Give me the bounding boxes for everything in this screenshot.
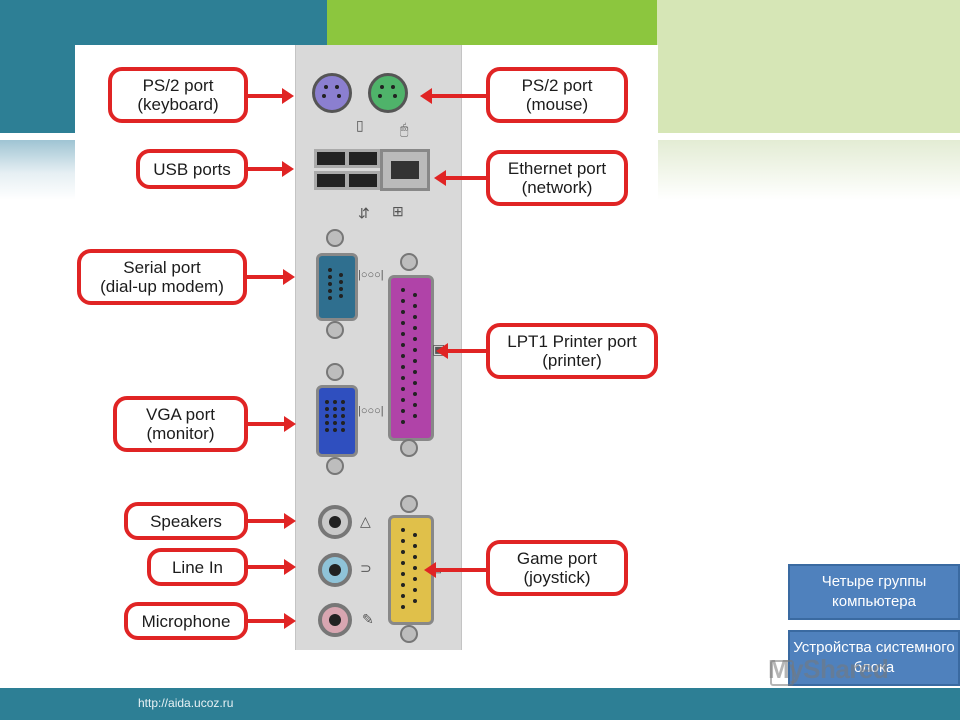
callout-game: Game port(joystick) bbox=[486, 540, 628, 596]
serial-screw-top bbox=[326, 229, 344, 247]
arrow-game bbox=[424, 562, 486, 578]
callout-lpt1: LPT1 Printer port(printer) bbox=[486, 323, 658, 379]
system-unit-devices-button[interactable]: Устройства системного блока bbox=[788, 630, 960, 686]
vga-screw-bottom bbox=[326, 457, 344, 475]
arrow-ps2-mouse bbox=[420, 88, 486, 104]
ps2-mouse-port bbox=[368, 73, 408, 113]
usb-port-3 bbox=[314, 171, 348, 190]
speakers-jack bbox=[318, 505, 352, 539]
speaker-glyph-icon: △ bbox=[360, 513, 371, 529]
game-screw-top bbox=[400, 495, 418, 513]
network-glyph-icon: ⊞ bbox=[392, 203, 404, 219]
microphone-jack bbox=[318, 603, 352, 637]
callout-line-in: Line In bbox=[147, 548, 248, 586]
callout-ethernet: Ethernet port(network) bbox=[486, 150, 628, 206]
ps2-keyboard-port bbox=[312, 73, 352, 113]
arrow-speakers bbox=[248, 513, 296, 529]
arrow-ethernet bbox=[434, 170, 486, 186]
watermark-logo: MyShared bbox=[768, 654, 889, 684]
vga-port bbox=[316, 385, 358, 457]
footer-bar bbox=[0, 688, 960, 720]
microphone-glyph-icon: ✎ bbox=[362, 611, 374, 627]
usb-glyph-icon: ⇵ bbox=[358, 205, 370, 221]
vga-screw-top bbox=[326, 363, 344, 381]
arrow-microphone bbox=[248, 613, 296, 629]
serial-glyph-icon: |○○○| bbox=[358, 269, 384, 281]
callout-ps2-keyboard: PS/2 port(keyboard) bbox=[108, 67, 248, 123]
callout-speakers: Speakers bbox=[124, 502, 248, 540]
serial-screw-bottom bbox=[326, 321, 344, 339]
lpt1-printer-port bbox=[388, 275, 434, 441]
lpt1-screw-top bbox=[400, 253, 418, 271]
keyboard-glyph-icon: ▯ bbox=[356, 117, 364, 133]
game-screw-bottom bbox=[400, 625, 418, 643]
serial-port bbox=[316, 253, 358, 321]
vga-glyph-icon: |○○○| bbox=[358, 405, 384, 417]
watermark-icon bbox=[770, 660, 794, 686]
ethernet-port bbox=[380, 149, 430, 191]
header-gradient-band-right bbox=[657, 140, 960, 200]
callout-usb: USB ports bbox=[136, 149, 248, 189]
line-in-glyph-icon: ⊃ bbox=[360, 560, 372, 576]
header-pale-block bbox=[657, 0, 960, 133]
callout-vga: VGA port(monitor) bbox=[113, 396, 248, 452]
four-groups-button[interactable]: Четыре группы компьютера bbox=[788, 564, 960, 620]
callout-serial: Serial port(dial-up modem) bbox=[77, 249, 247, 305]
arrow-vga bbox=[248, 416, 296, 432]
callout-ps2-mouse: PS/2 port(mouse) bbox=[486, 67, 628, 123]
arrow-usb bbox=[248, 161, 294, 177]
lpt1-screw-bottom bbox=[400, 439, 418, 457]
arrow-lpt1 bbox=[436, 343, 486, 359]
usb-port-2 bbox=[346, 149, 380, 168]
usb-port-1 bbox=[314, 149, 348, 168]
line-in-jack bbox=[318, 553, 352, 587]
usb-port-4 bbox=[346, 171, 380, 190]
callout-microphone: Microphone bbox=[124, 602, 248, 640]
arrow-ps2-keyboard bbox=[248, 88, 294, 104]
arrow-serial bbox=[247, 269, 295, 285]
arrow-line-in bbox=[248, 559, 296, 575]
mouse-glyph-icon: 🖱 bbox=[400, 121, 409, 137]
footer-url: http://aida.ucoz.ru bbox=[138, 696, 234, 710]
